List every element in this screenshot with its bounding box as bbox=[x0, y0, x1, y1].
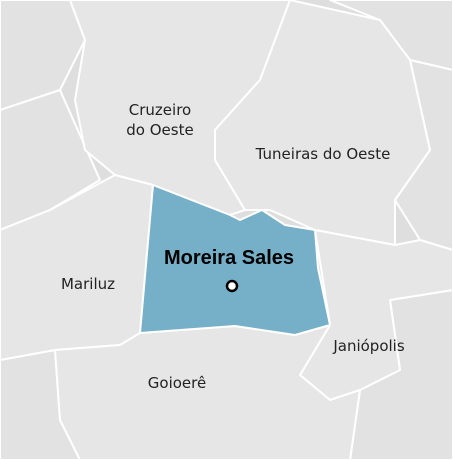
label-goioere: Goioerê bbox=[148, 374, 206, 392]
region-outer-top-left bbox=[0, 0, 86, 111]
label-tuneiras: Tuneiras do Oeste bbox=[255, 145, 391, 163]
region-moreira-sales[interactable] bbox=[139, 184, 331, 336]
region-outer-left bbox=[0, 89, 101, 231]
label-cruzeiro-line2: do Oeste bbox=[126, 121, 193, 139]
seat-marker-icon bbox=[225, 279, 239, 293]
label-mariluz: Mariluz bbox=[61, 275, 115, 293]
label-cruzeiro-line1: Cruzeiro bbox=[129, 101, 191, 119]
label-moreira-sales: Moreira Sales bbox=[164, 247, 294, 269]
label-janiopolis: Janiópolis bbox=[332, 337, 405, 355]
